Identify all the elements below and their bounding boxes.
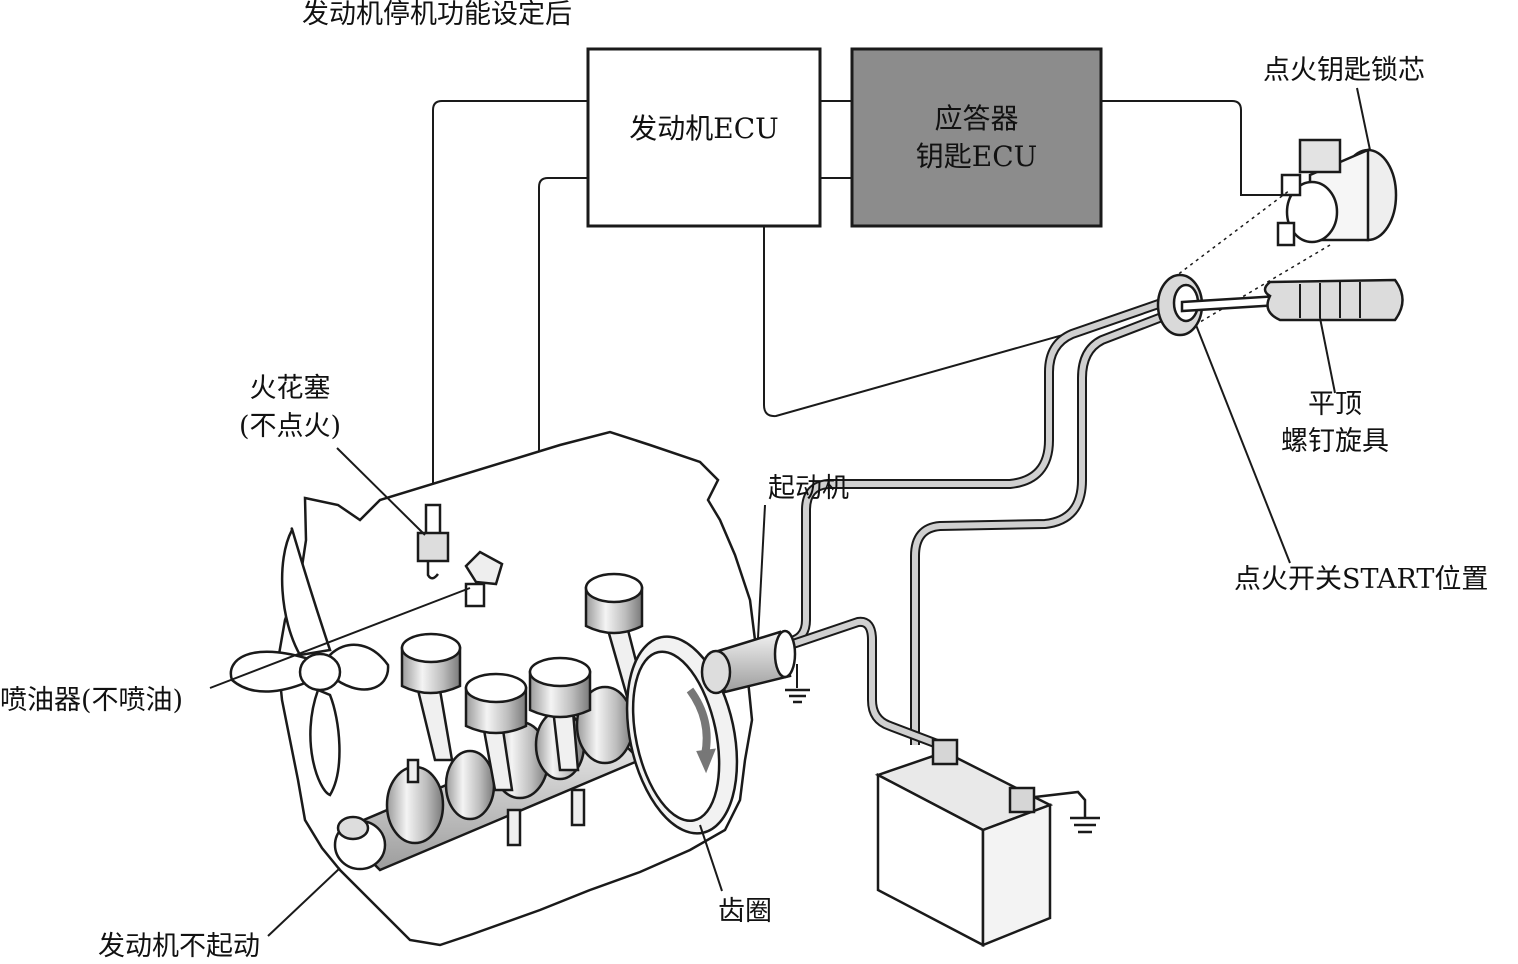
spark-plug-label-line1: 火花塞 [249,373,331,404]
transponder-ecu-label-line2: 钥匙ECU [915,140,1038,173]
key-cylinder-label: 点火钥匙锁芯 [1263,55,1425,86]
fan-icon [229,527,390,797]
engine-ecu-label: 发动机ECU [629,112,779,145]
ground-icon [1034,790,1100,834]
screwdriver-icon [1180,278,1404,322]
injector-icon [464,550,504,608]
screwdriver-label-line1: 平顶 [1308,389,1362,420]
transponder-ecu-label-line1: 应答器 [934,102,1019,135]
ring-gear-label: 齿圈 [718,896,772,927]
key-cylinder-icon [1276,138,1398,247]
starter-icon [700,629,798,695]
spark-plug-label-line2: (不点火) [238,411,342,442]
leader-lines [209,87,1371,937]
engine-ecu-box [586,47,822,228]
starter-label: 起动机 [768,473,849,504]
battery-icon [874,738,1054,948]
page-title: 发动机停机功能设定后 [302,0,572,30]
power-cables [785,295,1182,750]
transponder-ecu-box [850,47,1103,228]
ground-icon [785,688,810,704]
ignition-start-label: 点火开关START位置 [1234,564,1489,595]
projection-lines [1167,189,1331,326]
engine-no-start-label: 发动机不起动 [98,931,260,962]
spark-plug-icon [416,503,450,580]
screwdriver-label-line2: 螺钉旋具 [1281,426,1389,457]
injector-label: 喷油器(不喷油) [0,685,184,716]
ignition-switch-icon [1156,273,1204,337]
